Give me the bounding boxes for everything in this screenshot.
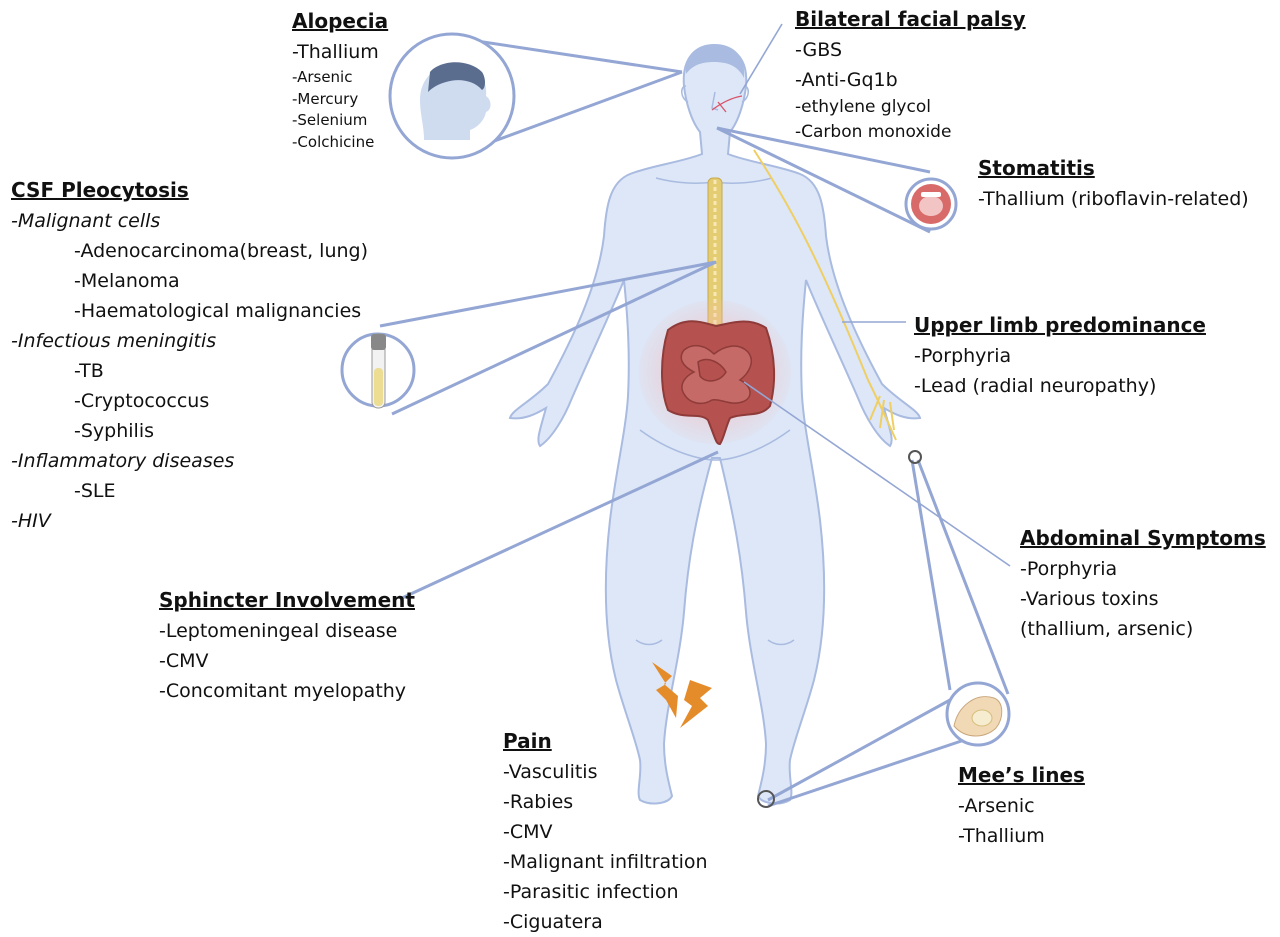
alopecia-item: -Mercury <box>292 89 388 111</box>
csf-category: -Malignant cells <box>11 206 368 236</box>
stomatitis-heading: Stomatitis <box>978 158 1249 178</box>
pain-item: -Vasculitis <box>503 757 708 787</box>
mees-heading: Mee’s lines <box>958 765 1085 785</box>
test-tube-cap-icon <box>371 334 386 350</box>
pain-item: -Malignant infiltration <box>503 847 708 877</box>
sphincter-heading: Sphincter Involvement <box>159 590 415 610</box>
abdominal-heading: Abdominal Symptoms <box>1020 528 1266 548</box>
csf-block: CSF Pleocytosis -Malignant cells -Adenoc… <box>11 180 368 536</box>
pain-block: Pain -Vasculitis -Rabies -CMV -Malignant… <box>503 731 708 937</box>
mouth-inner-icon <box>919 196 943 216</box>
mees-item: -Arsenic <box>958 791 1085 821</box>
stomatitis-block: Stomatitis -Thallium (riboflavin-related… <box>978 158 1249 214</box>
alopecia-item: -Arsenic <box>292 67 388 89</box>
teeth-icon <box>921 192 941 197</box>
upper-limb-heading: Upper limb predominance <box>914 315 1206 335</box>
csf-item: -Cryptococcus <box>11 386 368 416</box>
sphincter-item: -CMV <box>159 646 415 676</box>
alopecia-item: -Colchicine <box>292 132 388 154</box>
csf-category: -Inflammatory diseases <box>11 446 368 476</box>
pain-heading: Pain <box>503 731 708 751</box>
csf-item: -TB <box>11 356 368 386</box>
sphincter-item: -Leptomeningeal disease <box>159 616 415 646</box>
facial-palsy-item: -GBS <box>795 35 1026 65</box>
mouth-magnifier <box>906 179 956 229</box>
toenail-icon <box>972 710 992 726</box>
facial-palsy-item: -Carbon monoxide <box>795 120 1026 145</box>
csf-category: -HIV <box>11 506 368 536</box>
toe-magnifier <box>947 683 1009 745</box>
mees-item: -Thallium <box>958 821 1085 851</box>
abdominal-item: -Porphyria <box>1020 554 1266 584</box>
stomatitis-item: -Thallium (riboflavin-related) <box>978 184 1249 214</box>
upper-limb-item: -Lead (radial neuropathy) <box>914 371 1206 401</box>
csf-item: -Adenocarcinoma(breast, lung) <box>11 236 368 266</box>
csf-category: -Infectious meningitis <box>11 326 368 356</box>
csf-heading: CSF Pleocytosis <box>11 180 368 200</box>
pain-item: -CMV <box>503 817 708 847</box>
csf-item: -Syphilis <box>11 416 368 446</box>
intestines <box>639 300 791 444</box>
facial-palsy-item: -ethylene glycol <box>795 95 1026 120</box>
sphincter-item: -Concomitant myelopathy <box>159 676 415 706</box>
finger-target <box>909 451 921 463</box>
alopecia-block: Alopecia -Thallium -Arsenic -Mercury -Se… <box>292 11 388 153</box>
abdominal-block: Abdominal Symptoms -Porphyria -Various t… <box>1020 528 1266 644</box>
mees-block: Mee’s lines -Arsenic -Thallium <box>958 765 1085 851</box>
alopecia-item: -Selenium <box>292 110 388 132</box>
upper-limb-block: Upper limb predominance -Porphyria -Lead… <box>914 315 1206 401</box>
facial-palsy-item: -Anti-Gq1b <box>795 65 1026 95</box>
facial-palsy-leader <box>740 24 782 94</box>
upper-limb-item: -Porphyria <box>914 341 1206 371</box>
lightning-bolt-2 <box>680 680 712 728</box>
csf-item: -SLE <box>11 476 368 506</box>
sphincter-block: Sphincter Involvement -Leptomeningeal di… <box>159 590 415 706</box>
abdominal-item: -Various toxins <box>1020 584 1266 614</box>
facial-palsy-block: Bilateral facial palsy -GBS -Anti-Gq1b -… <box>795 9 1026 145</box>
csf-item: -Haematological malignancies <box>11 296 368 326</box>
pain-item: -Parasitic infection <box>503 877 708 907</box>
head-magnifier <box>390 34 514 158</box>
alopecia-heading: Alopecia <box>292 11 388 31</box>
alopecia-item: -Thallium <box>292 37 388 67</box>
csf-item: -Melanoma <box>11 266 368 296</box>
test-tube-fluid-icon <box>374 368 383 406</box>
abdominal-item: (thallium, arsenic) <box>1020 614 1266 644</box>
pain-item: -Rabies <box>503 787 708 817</box>
facial-palsy-heading: Bilateral facial palsy <box>795 9 1026 29</box>
